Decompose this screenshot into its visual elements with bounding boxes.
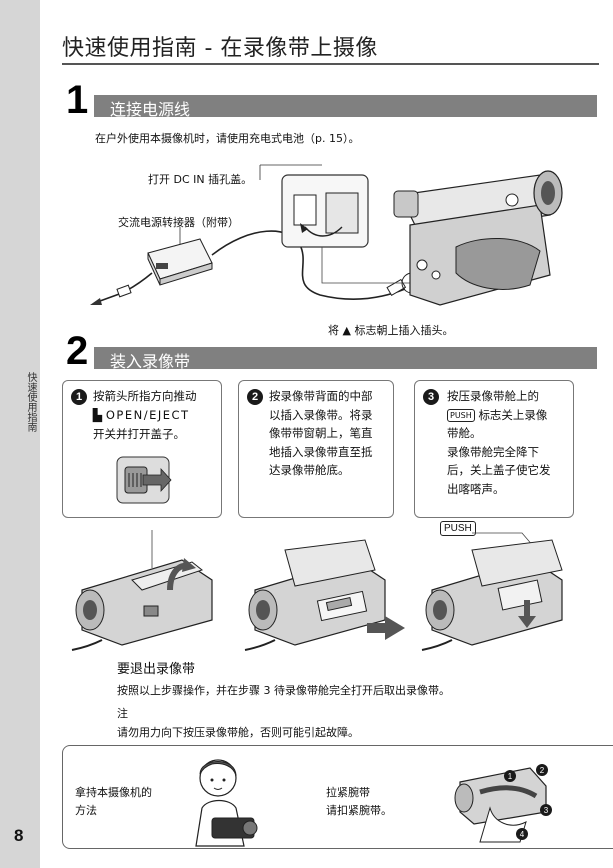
instruction-1-text: 按箭头所指方向推动 ▙OPEN/EJECT 开关并打开盖子。 (93, 389, 197, 441)
step1-intro: 在户外使用本摄像机时，请使用充电式电池（p. 15）。 (95, 132, 360, 145)
insert-cassette-illustration (244, 539, 405, 651)
open-eject-label: OPEN/EJECT (105, 407, 190, 422)
insert-arrow-icon (367, 616, 405, 640)
page-number: 8 (14, 826, 24, 845)
open-eject-arrow-icon: ▙ (93, 409, 102, 422)
fasten-grip-strap-illustration: 1 2 3 4 (454, 764, 552, 843)
callout-ac-adapter: 交流电源转接器（附带） (118, 216, 239, 229)
step2-number: 2 (66, 329, 89, 373)
step1-number: 1 (66, 78, 89, 122)
step1-heading: 连接电源线 (110, 100, 191, 119)
hold-tip-line2: 方法 (75, 804, 97, 817)
hold-tip-line1: 拿持本摄像机的 (75, 786, 152, 799)
camcorder-icon (393, 170, 563, 306)
tips-box (62, 745, 613, 849)
strap-tip-line2: 请扣紧腕带。 (326, 804, 392, 817)
instruction-box-2: 2 按录像带背面的中部 以插入录像带。将录 像带带窗朝上，笔直 地插入录像带直至… (238, 380, 394, 518)
instruction-box-1: 1 按箭头所指方向推动 ▙OPEN/EJECT 开关并打开盖子。 (62, 380, 222, 518)
open-cassette-cover-illustration (71, 530, 213, 651)
side-tab-label: 快速使用指南 (25, 372, 36, 432)
svg-text:3: 3 (544, 806, 549, 815)
step2-heading: 装入录像带 (110, 352, 191, 371)
side-tab (0, 0, 40, 868)
page-title: 快速使用指南 - 在录像带上摄像 (62, 36, 378, 61)
arrow-to-outlet-icon (90, 298, 102, 305)
eject-text: 按照以上步骤操作，并在步骤 3 待录像带舱完全打开后取出录像带。 (117, 684, 450, 697)
strap-tip-line1: 拉紧腕带 (326, 786, 370, 799)
step1-heading-bar: 连接电源线 (94, 95, 597, 119)
dc-plug-icon (386, 278, 407, 297)
ac-adapter-icon (147, 238, 213, 286)
svg-text:4: 4 (520, 830, 525, 839)
note-heading: 注 (117, 707, 128, 720)
push-callout-label: PUSH (440, 521, 476, 536)
callout-open-dc-in: 打开 DC IN 插孔盖。 (148, 173, 253, 186)
instruction-3-text: 按压录像带舱上的 PUSH 标志关上录像 带舱。 录像带舱完全降下 后，关上盖子… (447, 389, 551, 496)
push-down-arrow-icon (518, 600, 536, 628)
callout-plug-orientation: 将 ▲ 标志朝上插入插头。 (328, 324, 454, 337)
power-connection-illustration (90, 164, 563, 306)
svg-text:2: 2 (540, 766, 545, 775)
step2-heading-bar: 装入录像带 (94, 347, 597, 371)
open-eject-switch-illustration (116, 456, 172, 504)
eject-heading: 要退出录像带 (117, 662, 196, 677)
holding-camera-illustration (195, 759, 258, 847)
instruction-box-3: 3 按压录像带舱上的 PUSH 标志关上录像 带舱。 录像带舱完全降下 后，关上… (414, 380, 574, 518)
step-marker-1: 1 (71, 389, 87, 405)
dc-in-jack-detail (281, 174, 369, 248)
svg-text:1: 1 (508, 772, 513, 781)
push-badge: PUSH (447, 408, 475, 422)
close-compartment-illustration (421, 532, 563, 651)
note-text: 请勿用力向下按压录像带舱，否则可能引起故障。 (117, 726, 359, 739)
strap-step-markers: 1 2 3 4 (504, 764, 552, 840)
title-rule (62, 63, 599, 65)
step-marker-2: 2 (247, 389, 263, 405)
instruction-2-text: 按录像带背面的中部 以插入录像带。将录 像带带窗朝上，笔直 地插入录像带直至抵 … (269, 389, 373, 477)
step-marker-3: 3 (423, 389, 439, 405)
